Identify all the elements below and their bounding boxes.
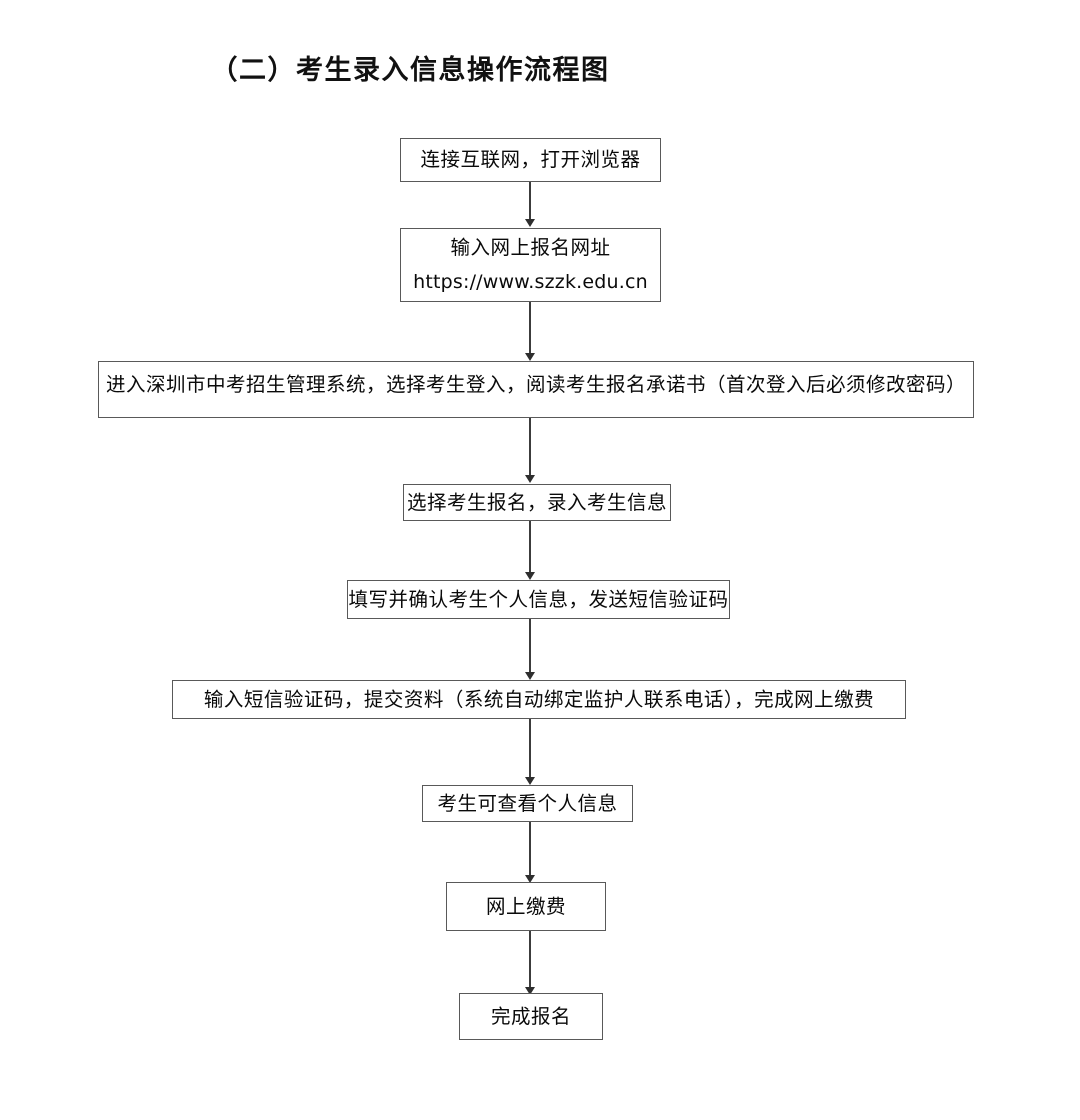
arrowhead-6: [525, 777, 535, 785]
flowchart-node-fill-confirm: 填写并确认考生个人信息，发送短信验证码: [347, 580, 730, 619]
flowchart-node-verify-submit: 输入短信验证码，提交资料（系统自动绑定监护人联系电话），完成网上缴费: [172, 680, 906, 719]
arrowhead-4: [525, 572, 535, 580]
connector-6: [529, 719, 531, 779]
page-title-text: （二）考生录入信息操作流程图: [210, 55, 610, 86]
flowchart-node-view-info: 考生可查看个人信息: [422, 785, 633, 822]
arrowhead-1: [525, 219, 535, 227]
flowchart-node-select-registration: 选择考生报名，录入考生信息: [403, 484, 671, 521]
connector-2: [529, 302, 531, 354]
node-label: 连接互联网，打开浏览器: [420, 148, 641, 172]
connector-5: [529, 619, 531, 674]
node-label-url: https://www.szzk.edu.cn: [413, 271, 648, 294]
arrowhead-3: [525, 475, 535, 483]
node-label: 考生可查看个人信息: [437, 791, 618, 815]
connector-7: [529, 822, 531, 878]
arrowhead-8: [525, 987, 535, 995]
page-title: （二）考生录入信息操作流程图: [0, 48, 1080, 87]
node-label: 网上缴费: [485, 894, 566, 918]
connector-4: [529, 521, 531, 576]
node-label: 进入深圳市中考招生管理系统，选择考生登入，阅读考生报名承诺书（首次登入后必须修改…: [105, 373, 966, 396]
node-label-line1: 输入网上报名网址: [450, 236, 611, 260]
connector-8: [529, 931, 531, 989]
connector-3: [529, 418, 531, 476]
flowchart-node-enter-url: 输入网上报名网址 https://www.szzk.edu.cn: [400, 228, 661, 302]
connector-1: [529, 182, 531, 220]
arrowhead-2: [525, 353, 535, 361]
node-label: 选择考生报名，录入考生信息: [406, 490, 667, 514]
flowchart-node-connect-internet: 连接互联网，打开浏览器: [400, 138, 661, 182]
flowchart-node-enter-admission-system: 进入深圳市中考招生管理系统，选择考生登入，阅读考生报名承诺书（首次登入后必须修改…: [98, 361, 974, 418]
node-label: 完成报名: [490, 1004, 571, 1028]
flowchart-node-finish: 完成报名: [459, 993, 603, 1040]
arrowhead-5: [525, 672, 535, 680]
node-label: 输入短信验证码，提交资料（系统自动绑定监护人联系电话），完成网上缴费: [203, 687, 875, 711]
flowchart-node-online-payment: 网上缴费: [446, 882, 606, 931]
arrowhead-7: [525, 875, 535, 883]
node-label: 填写并确认考生个人信息，发送短信验证码: [348, 587, 729, 611]
